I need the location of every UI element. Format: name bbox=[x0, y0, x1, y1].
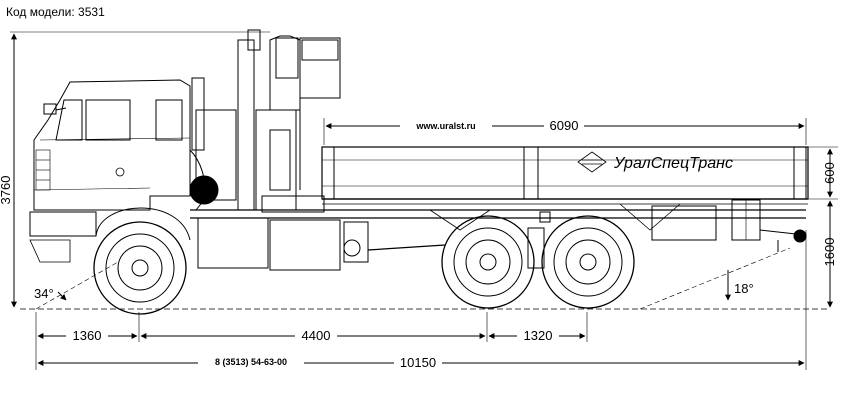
dimension-wheelbase-text: 4400 bbox=[302, 328, 331, 343]
cab bbox=[33, 79, 191, 211]
front-wheel bbox=[93, 221, 187, 315]
spare-box bbox=[195, 109, 237, 201]
truck: УралСпецТранс bbox=[29, 29, 809, 315]
dimension-height-total-text: 3760 bbox=[0, 176, 13, 205]
dimension-platform-floor: 1600 bbox=[822, 200, 837, 308]
crane-cabin bbox=[299, 37, 341, 99]
dimension-overall-length: 8 (3513) 54-63-00 10150 bbox=[37, 230, 807, 370]
model-code-label: Код модели: 3531 bbox=[6, 5, 105, 19]
rear-box bbox=[651, 205, 717, 241]
brand-label: УралСпецТранс bbox=[613, 155, 733, 172]
dimension-rear-axle-spacing: 1320 bbox=[488, 312, 588, 343]
rear-wheel-2 bbox=[541, 215, 635, 309]
fuel-tank bbox=[197, 217, 269, 269]
dimension-platform-length-text: 6090 bbox=[550, 118, 579, 133]
grille bbox=[35, 149, 51, 191]
emblem-icon bbox=[115, 167, 125, 177]
dimension-platform-side-text: 600 bbox=[822, 162, 837, 184]
rear-wheel-1 bbox=[441, 215, 535, 309]
chassis-frame bbox=[190, 209, 806, 219]
dimension-platform-floor-text: 1600 bbox=[822, 238, 837, 267]
dimension-platform-length: www.uralst.ru 6090 bbox=[323, 118, 807, 145]
cab-side-window bbox=[155, 99, 183, 141]
dimension-rear-axle-spacing-text: 1320 bbox=[524, 328, 553, 343]
cab-window bbox=[85, 99, 131, 141]
website-label: www.uralst.ru bbox=[415, 121, 475, 131]
phone-label: 8 (3513) 54-63-00 bbox=[215, 357, 287, 367]
dimension-height-total: 3760 bbox=[0, 31, 270, 308]
air-intake bbox=[191, 77, 205, 151]
departure-angle: 18° bbox=[639, 247, 791, 310]
tow-hitch bbox=[759, 229, 807, 252]
dimension-platform-side: 600 bbox=[808, 146, 838, 200]
dimension-wheelbase: 4400 bbox=[140, 312, 488, 343]
crane bbox=[237, 29, 341, 213]
brand-logo bbox=[577, 151, 607, 173]
cargo-platform bbox=[321, 146, 809, 205]
front-bumper bbox=[29, 211, 97, 237]
dimension-front-overhang-text: 1360 bbox=[73, 328, 102, 343]
dimension-overall-length-text: 10150 bbox=[400, 355, 436, 370]
approach-angle: 34° bbox=[34, 261, 119, 310]
dimension-front-overhang: 1360 bbox=[35, 312, 140, 370]
air-filter bbox=[189, 175, 219, 205]
approach-angle-text: 34° bbox=[34, 286, 54, 301]
mirror bbox=[43, 103, 57, 115]
departure-angle-text: 18° bbox=[734, 281, 754, 296]
